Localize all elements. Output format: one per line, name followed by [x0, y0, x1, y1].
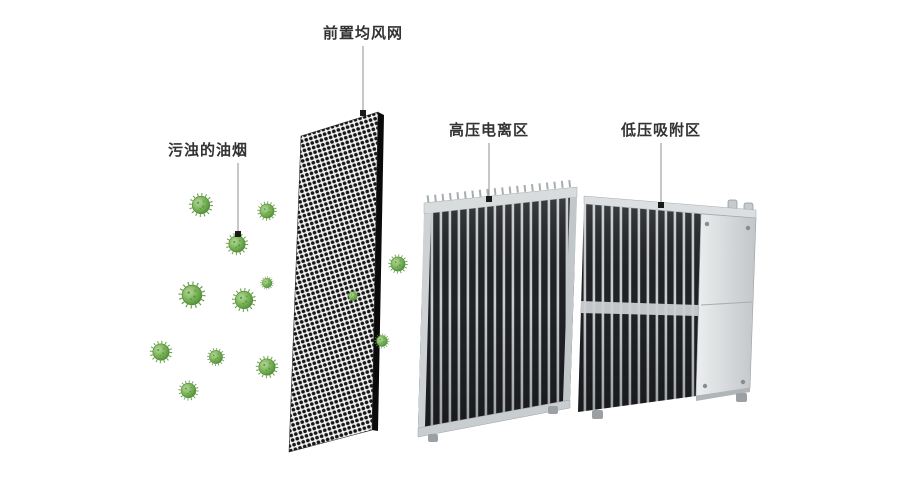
fume-particle-icon	[178, 281, 206, 309]
callout-front-mesh: 前置均风网	[320, 22, 406, 43]
fume-particle-icon	[178, 380, 199, 401]
callout-ionization-zone: 高压电离区	[446, 119, 532, 140]
ionization-left-frame	[418, 213, 431, 428]
ionization-plates-shade	[418, 197, 577, 428]
leader-lines	[237, 46, 662, 231]
fume-particle-icon	[255, 355, 279, 379]
callout-dirty-fume: 污浊的油烟	[165, 139, 251, 160]
leader-dots	[235, 110, 664, 237]
leader-dot-adsorption	[658, 202, 664, 208]
casing-screw	[740, 379, 746, 385]
casing-bottom-edge	[696, 388, 750, 401]
ionization-foot	[548, 406, 558, 414]
mesh-panel-edge	[372, 112, 384, 431]
label-ionization-zone: 高压电离区	[448, 122, 529, 139]
label-adsorption-zone: 低压吸附区	[620, 122, 701, 139]
leader-dot-dirty-fume	[235, 231, 241, 237]
adsorption-foot	[592, 410, 603, 419]
leader-dot-front-mesh	[360, 110, 366, 116]
casing-screw	[704, 221, 710, 227]
fume-particles-left	[149, 192, 279, 401]
adsorption-mid-band	[580, 301, 699, 316]
fume-particle-icon	[388, 254, 408, 274]
callout-adsorption-zone: 低压吸附区	[618, 119, 704, 140]
fume-particle-icon	[231, 288, 257, 312]
fume-particle-icon	[149, 340, 173, 364]
label-front-mesh: 前置均风网	[322, 25, 403, 42]
casing-screw	[745, 225, 751, 231]
fume-particle-icon	[225, 232, 249, 256]
fume-particle-icon	[188, 192, 214, 218]
ionization-foot	[428, 434, 438, 442]
mesh-panel-face	[288, 111, 379, 453]
ionization-bottom-rail	[417, 399, 571, 438]
ionization-cell	[417, 179, 578, 442]
label-dirty-fume: 污浊的油烟	[167, 142, 248, 159]
ionization-right-frame	[563, 197, 577, 401]
adsorption-casing-seam	[700, 301, 753, 306]
front-mesh-panel	[288, 111, 384, 453]
casing-screw	[702, 383, 708, 389]
fume-particle-icon	[257, 201, 277, 221]
adsorption-foot	[736, 393, 747, 402]
adsorption-cell	[578, 195, 757, 419]
leader-dot-ionization	[486, 196, 492, 202]
fume-particle-icon	[207, 348, 225, 366]
fume-particle-icon	[260, 276, 274, 290]
